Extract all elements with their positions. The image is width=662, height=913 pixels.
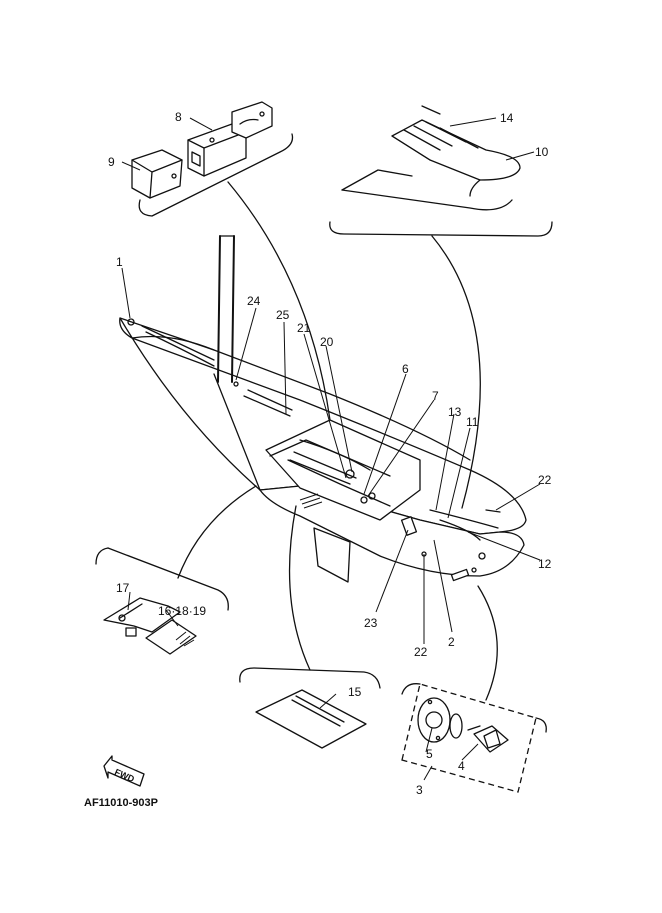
callout-25: 25 — [276, 308, 290, 322]
callout-11: 11 — [466, 415, 479, 429]
figure-code: AF11010-903P — [84, 797, 158, 809]
callout-labels: 1 8 9 14 10 24 25 21 20 6 7 13 11 22 12 … — [108, 110, 552, 797]
callout-1: 1 — [116, 255, 123, 269]
callout-21: 21 — [297, 321, 311, 335]
detail-panel-hull-pad — [239, 667, 381, 749]
callout-24: 24 — [247, 294, 261, 308]
callout-6: 6 — [402, 362, 409, 376]
detail-panel-traveler — [95, 547, 229, 655]
callout-20: 20 — [320, 335, 334, 349]
callout-10: 10 — [535, 145, 549, 159]
callout-13: 13 — [448, 405, 462, 419]
callout-4: 4 — [458, 759, 465, 773]
detail-panel-drain-plug — [401, 683, 547, 793]
callout-22-right: 22 — [538, 473, 552, 487]
callout-14: 14 — [500, 111, 514, 125]
callout-12: 12 — [538, 557, 552, 571]
leader-lines — [121, 117, 541, 781]
callout-23: 23 — [364, 616, 378, 630]
callout-16-18-19: 16·18·19 — [158, 604, 206, 618]
callout-5: 5 — [426, 747, 433, 761]
callout-8: 8 — [175, 110, 182, 124]
hull-assembly — [119, 235, 527, 583]
callout-17: 17 — [116, 581, 130, 595]
callout-3: 3 — [416, 783, 423, 797]
connector-lines — [177, 181, 498, 701]
callout-2: 2 — [448, 635, 455, 649]
detail-panel-hatch-cover — [329, 105, 553, 237]
callout-22-bottom: 22 — [414, 645, 428, 659]
detail-panel-mast-step — [131, 101, 294, 217]
callout-7: 7 — [432, 389, 439, 403]
callout-9: 9 — [108, 155, 115, 169]
forward-arrow-icon: FWD — [103, 755, 145, 787]
callout-15: 15 — [348, 685, 362, 699]
